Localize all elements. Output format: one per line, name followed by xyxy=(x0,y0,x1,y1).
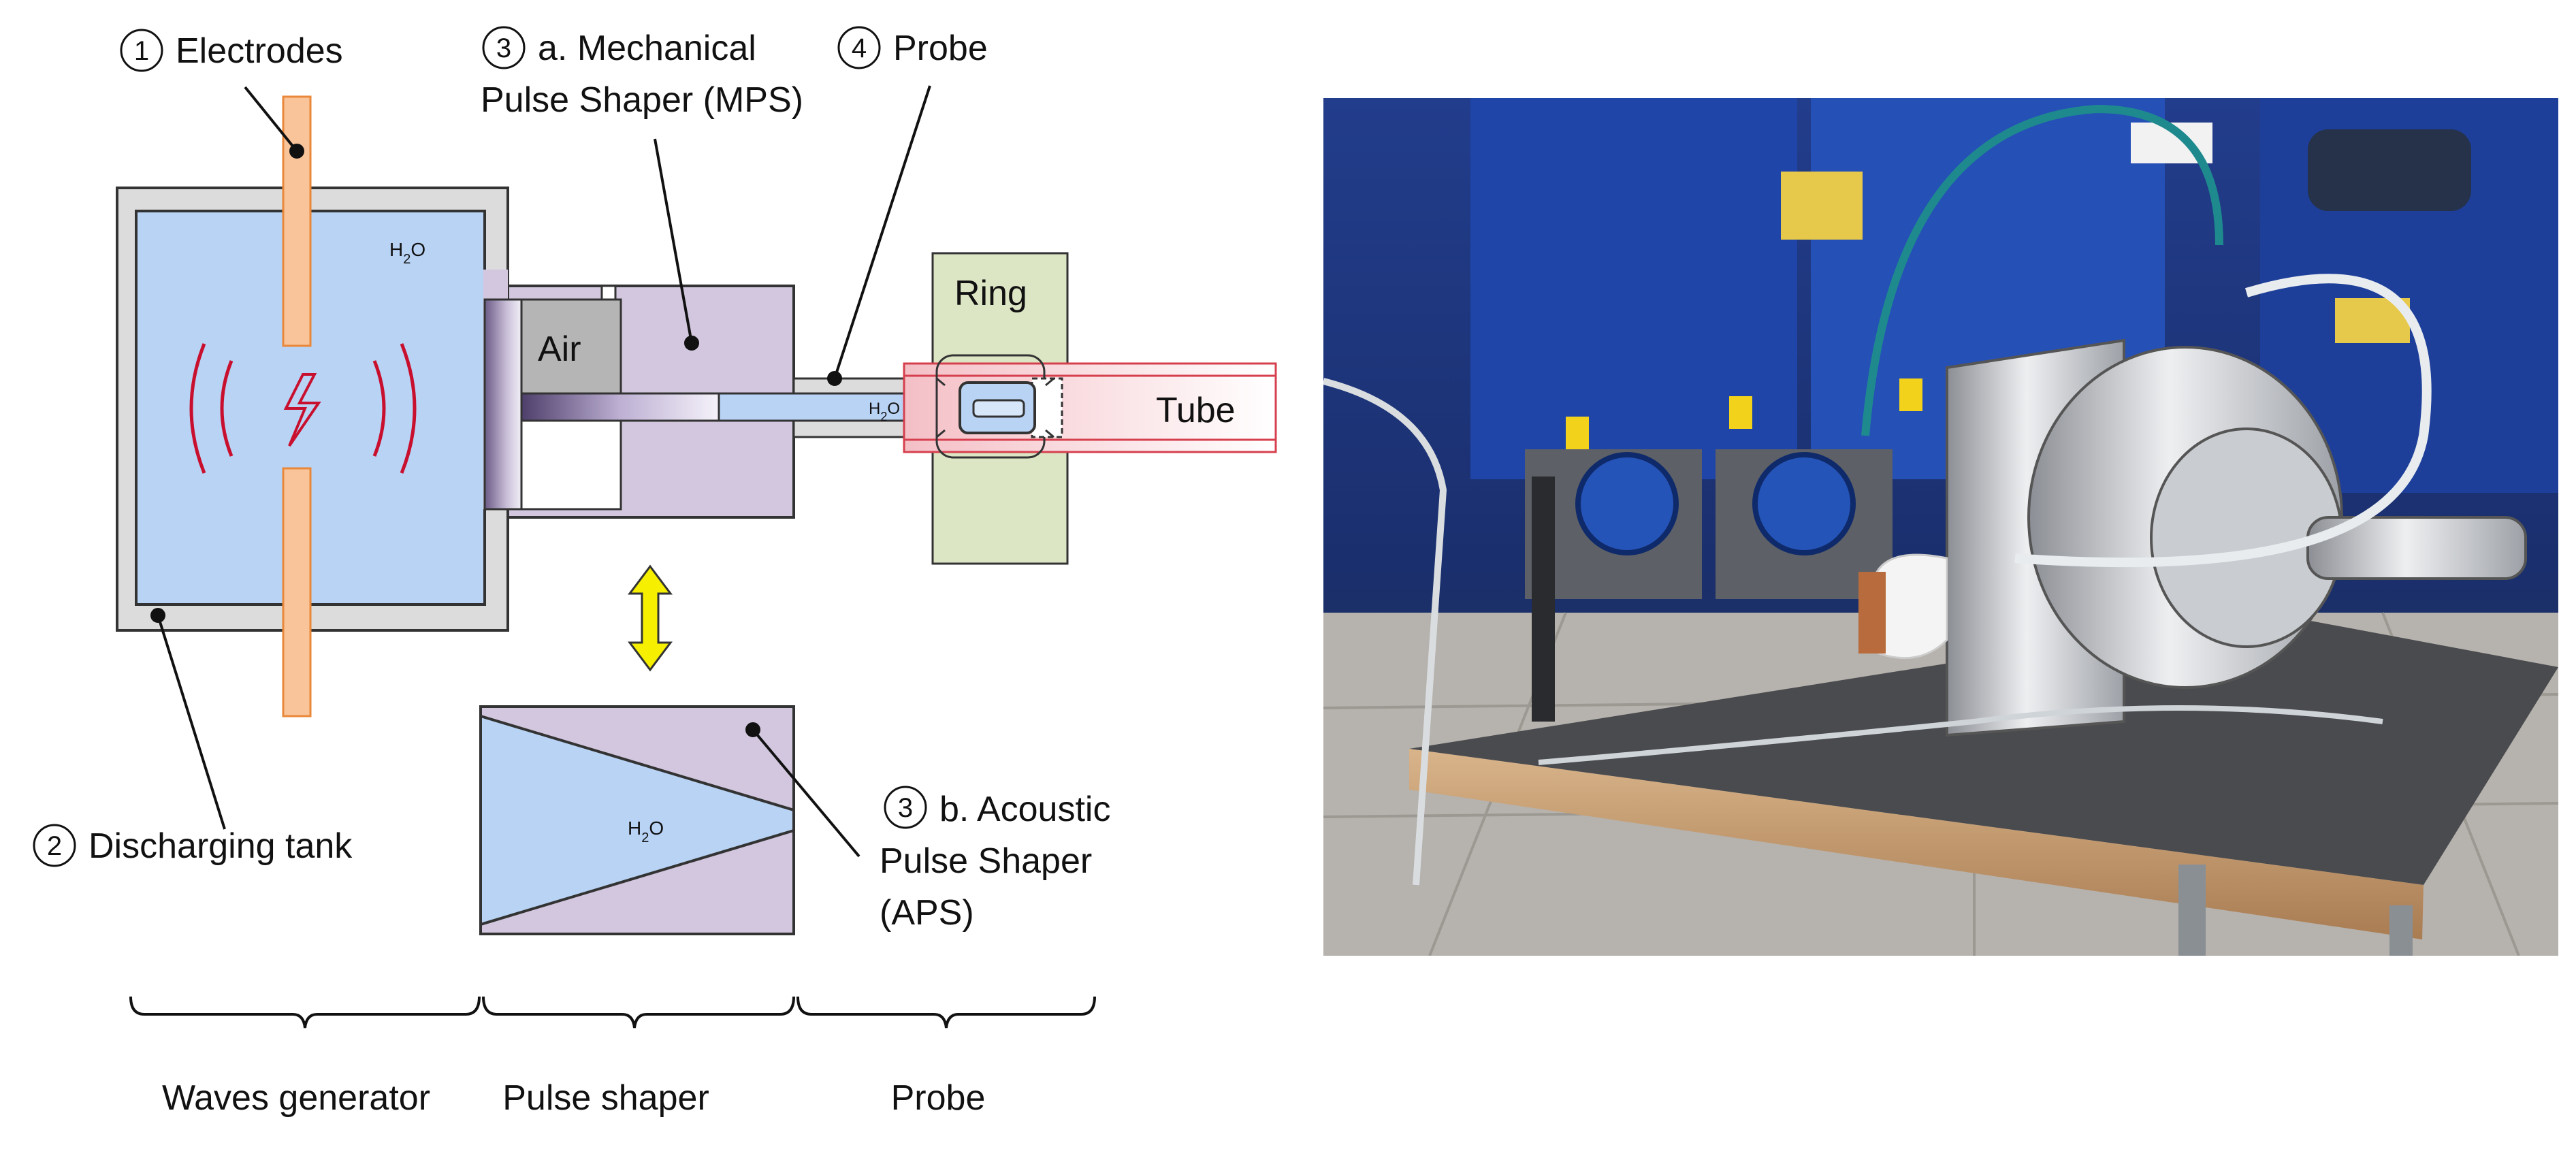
aps-label-line2: Pulse Shaper xyxy=(880,841,1092,881)
marker-3a xyxy=(482,26,526,69)
section-probe: Probe xyxy=(891,1078,986,1118)
section-waves-generator: Waves generator xyxy=(162,1078,430,1118)
discharging-tank-label: Discharging tank xyxy=(88,826,353,866)
svg-text:3: 3 xyxy=(898,793,913,823)
tube-label: Tube xyxy=(1156,391,1236,430)
marker-1 xyxy=(120,29,163,72)
h2o-tank-label: H2O xyxy=(389,239,425,267)
probe-head-inner xyxy=(972,399,1025,418)
electrode-top xyxy=(282,95,312,347)
pressure-waves xyxy=(189,343,417,474)
marker-4 xyxy=(837,26,881,69)
swap-arrow xyxy=(628,564,673,672)
svg-text:2: 2 xyxy=(47,831,62,861)
svg-text:1: 1 xyxy=(134,36,149,66)
marker-2 xyxy=(33,824,76,867)
air-label: Air xyxy=(538,329,581,369)
schematic: H2O Air H2O Ring Tube H2O xyxy=(33,26,1277,1118)
section-braces xyxy=(129,996,1096,1029)
leader-lines xyxy=(150,85,931,858)
aps-label-line1: b. Acoustic xyxy=(939,790,1110,829)
aps-water xyxy=(479,714,795,926)
electrodes-label: Electrodes xyxy=(176,31,343,71)
svg-text:3: 3 xyxy=(496,33,511,63)
lower-chamber xyxy=(520,419,622,511)
aps-label-line3: (APS) xyxy=(880,893,974,933)
piston-head xyxy=(483,298,523,511)
probe-head-cap xyxy=(1031,377,1063,438)
mps-label-line1: a. Mechanical xyxy=(538,29,756,68)
piston-rod xyxy=(520,392,720,422)
electrode-bottom xyxy=(282,467,312,717)
h2o-aps-label: H2O xyxy=(628,818,664,845)
apparatus-photo xyxy=(1323,98,2558,956)
section-pulse-shaper: Pulse shaper xyxy=(502,1078,709,1118)
mps-label-line2: Pulse Shaper (MPS) xyxy=(481,80,803,120)
marker-3b xyxy=(884,786,927,829)
brand-logo xyxy=(1781,172,1863,240)
mps-vent xyxy=(600,285,617,301)
svg-text:4: 4 xyxy=(852,33,867,63)
probe-label: Probe xyxy=(893,29,988,68)
spark-icon xyxy=(283,373,321,447)
ring-label: Ring xyxy=(954,274,1027,313)
h2o-probe-label: H2O xyxy=(869,400,900,423)
